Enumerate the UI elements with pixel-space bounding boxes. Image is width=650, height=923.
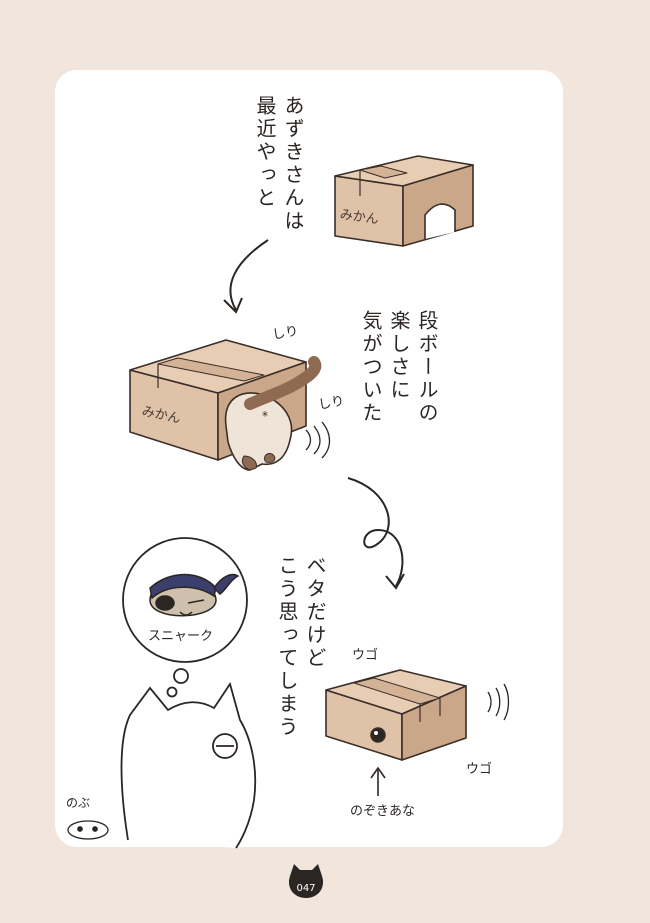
cat-rear: *: [224, 356, 322, 471]
peephole-label: のぞきあな: [350, 804, 416, 819]
narration-col-1: あずきさんは: [281, 95, 305, 233]
cardboard-box-top: [334, 155, 474, 247]
wiggle-marks-cat: [305, 421, 331, 459]
svg-text:*: *: [262, 409, 268, 423]
page-number-blob: [288, 864, 324, 898]
narration-col-2: 最近やっと: [253, 95, 277, 210]
cardboard-box-peephole: [325, 669, 467, 761]
sfx-ugo-2: ウゴ: [466, 762, 493, 777]
sfx-ugo-1: ウゴ: [352, 648, 379, 663]
peephole-arrow: [370, 766, 386, 796]
curved-arrow-1: [229, 239, 269, 311]
page-number: 047: [296, 883, 316, 894]
narration-col-4: 楽しさに: [387, 310, 411, 402]
signature-doodle: [67, 820, 109, 840]
narration-col-3: 段ボールの: [415, 310, 439, 425]
white-cat: [120, 681, 257, 849]
loop-arrow: [347, 477, 404, 587]
narration-col-5: 気がついた: [359, 310, 383, 425]
thought-text: スニャーク: [148, 629, 214, 644]
sneaky-cat-face: [149, 573, 240, 617]
thought-bubble: [122, 537, 248, 698]
signature-text: のぶ: [66, 796, 91, 810]
wiggle-marks-box: [487, 683, 510, 721]
narration-col-6: ベタだけど: [303, 555, 327, 670]
narration-col-7: こう思ってしまう: [275, 555, 299, 739]
